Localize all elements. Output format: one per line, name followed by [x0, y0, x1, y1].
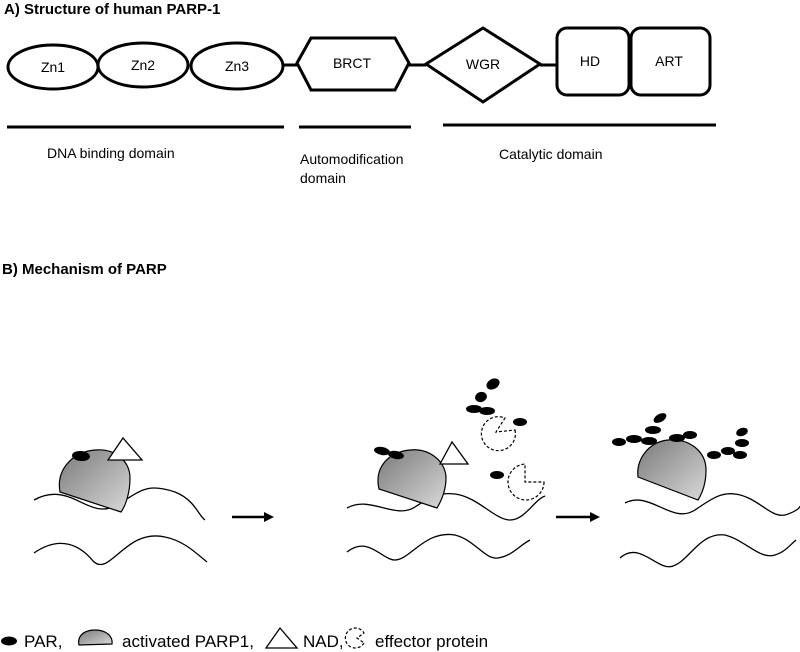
- legend-nad-icon: [264, 626, 299, 649]
- legend-effector-icon: [344, 627, 365, 649]
- section-a-title: A) Structure of human PARP-1: [4, 1, 220, 18]
- panel-2-dna: [346, 492, 546, 561]
- panel-1-dna: [33, 487, 208, 566]
- dna-binding-label: DNA binding domain: [47, 145, 175, 161]
- domain-hd: HD: [555, 26, 631, 97]
- section-b-title: B) Mechanism of PARP: [2, 261, 167, 278]
- panel-3-par-chains: [612, 413, 749, 459]
- svg-text:WGR: WGR: [466, 56, 500, 72]
- domain-zn3: Zn3: [189, 41, 285, 91]
- panel-3-dna: [619, 493, 800, 568]
- legend-nad-label: NAD,: [303, 632, 344, 651]
- svg-text:BRCT: BRCT: [333, 55, 372, 71]
- automodification-label-1: Automodification: [300, 151, 404, 167]
- catalytic-label: Catalytic domain: [499, 146, 603, 162]
- legend-par-label: PAR,: [24, 632, 62, 651]
- panel-3-parp: [637, 439, 707, 501]
- panel-2-nad: [438, 440, 470, 465]
- legend-parp-icon: [78, 629, 113, 646]
- panel-2-parp: [377, 449, 447, 509]
- legend-par-icon: [1, 636, 17, 646]
- domain-zn2: Zn2: [96, 41, 190, 89]
- legend-parp-label: activated PARP1,: [122, 632, 254, 651]
- panel-2-effector-protein-2: [507, 463, 545, 501]
- panel-2-par: [374, 378, 527, 479]
- panel-2-effector-protein-1: [480, 416, 516, 452]
- arrow-2-head: [590, 512, 600, 522]
- panel-1-par: [72, 450, 90, 462]
- domain-wgr: WGR: [423, 26, 543, 104]
- svg-text:HD: HD: [580, 53, 600, 69]
- domain-art: ART: [629, 26, 712, 97]
- panel-1-nad: [106, 436, 144, 461]
- arrow-1-head: [264, 512, 274, 522]
- svg-text:Zn3: Zn3: [225, 58, 249, 74]
- svg-text:Zn1: Zn1: [41, 59, 65, 75]
- domain-zn1: Zn1: [6, 43, 100, 91]
- legend: PAR, activated PARP1, NAD, effector prot…: [1, 626, 488, 651]
- svg-text:ART: ART: [655, 53, 683, 69]
- automodification-label-2: domain: [300, 170, 346, 186]
- domain-brct: BRCT: [295, 36, 411, 92]
- svg-text:Zn2: Zn2: [131, 57, 155, 73]
- legend-effector-label: effector protein: [375, 632, 488, 651]
